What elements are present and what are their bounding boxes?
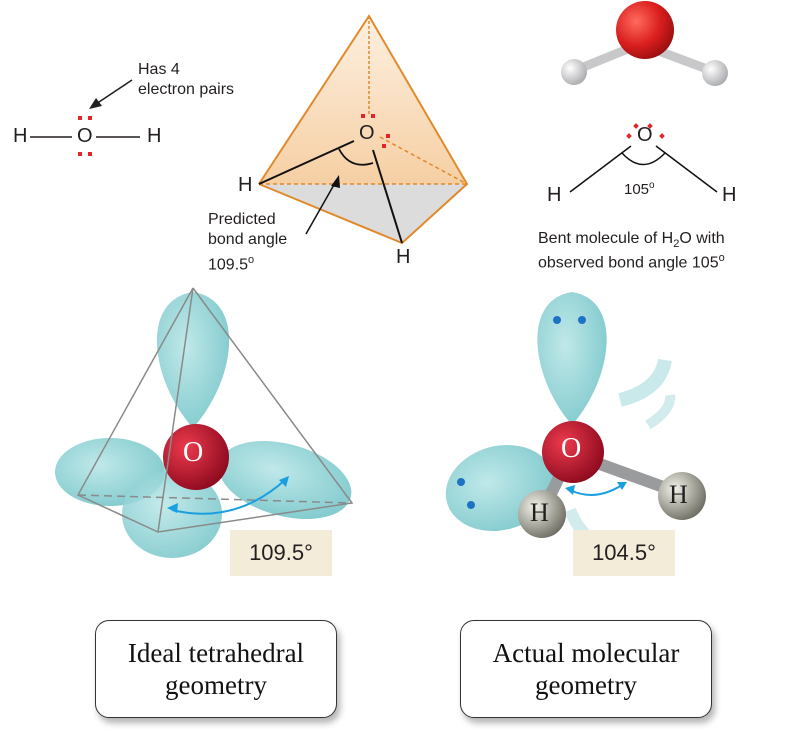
orbital-water-graphic — [445, 292, 706, 551]
bent-h-left: H — [547, 184, 562, 206]
lewis-h-left: H — [13, 125, 28, 147]
ball-stick-water-graphic — [561, 1, 728, 193]
predicted-line1: Predicted — [208, 211, 276, 228]
predicted-value: 109.5o — [208, 254, 255, 274]
actual-geometry-caption: Actual molecular geometry — [460, 620, 712, 718]
orbital-tetrahedron-graphic — [55, 287, 354, 558]
ideal-caption-line2: geometry — [165, 670, 267, 700]
predicted-line2: bond angle — [208, 231, 288, 248]
actual-caption-line2: geometry — [535, 670, 637, 700]
ideal-angle-label: 109.5° — [230, 530, 332, 576]
lewis-annotation-line1: Has 4 — [138, 61, 180, 78]
ideal-o-label: O — [183, 437, 204, 468]
lewis-bonds-graphic — [30, 79, 140, 156]
actual-h-right-label: H — [669, 480, 688, 509]
tetra-h-bottom: H — [396, 246, 411, 268]
ideal-caption-line1: Ideal tetrahedral — [127, 638, 305, 668]
tetra-o: O — [359, 122, 375, 144]
tetrahedron-graphic — [258, 14, 469, 245]
tetra-h-left: H — [238, 174, 253, 196]
bent-angle: 105o — [624, 180, 655, 198]
bent-caption-line2: observed bond angle 105o — [538, 252, 725, 272]
bent-h-right: H — [722, 184, 737, 206]
lewis-h-right: H — [147, 125, 162, 147]
lewis-o: O — [77, 125, 93, 147]
actual-h-left-label: H — [530, 498, 549, 527]
actual-o-label: O — [561, 433, 582, 464]
actual-caption-line1: Actual molecular — [492, 638, 680, 668]
lewis-annotation-line2: electron pairs — [138, 81, 235, 98]
actual-angle-label: 104.5° — [573, 530, 675, 576]
bent-caption-line1: Bent molecule of H2O with — [538, 230, 725, 251]
bent-o: O — [637, 124, 653, 146]
ideal-geometry-caption: Ideal tetrahedral geometry — [95, 620, 337, 718]
